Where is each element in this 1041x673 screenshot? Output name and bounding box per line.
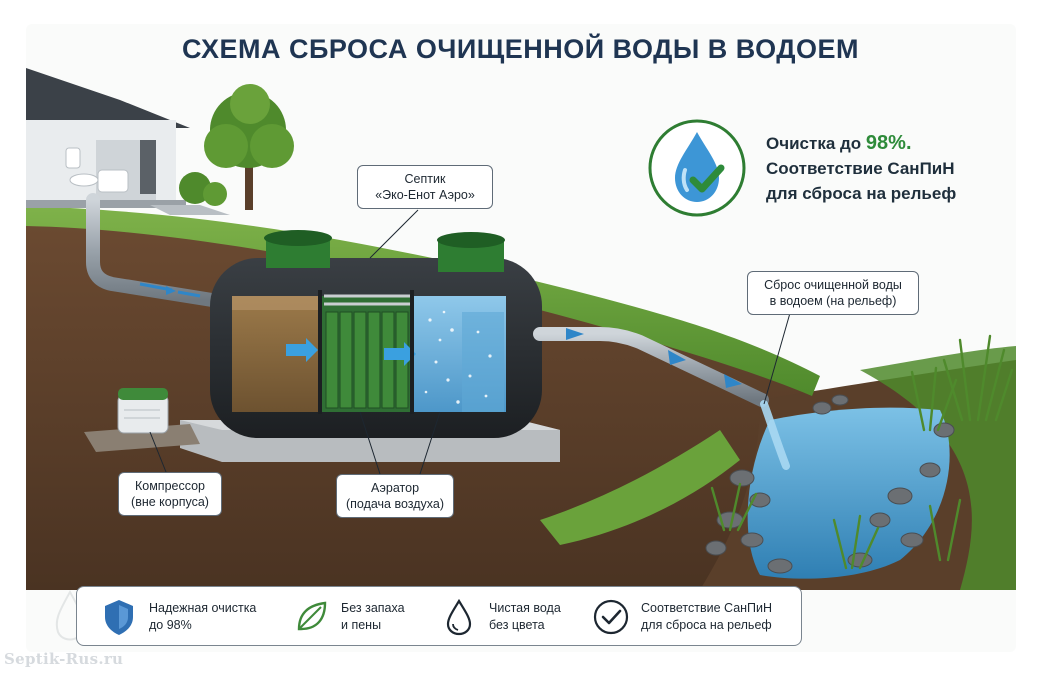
frame-rails bbox=[324, 294, 410, 306]
compressor-label-line1: Компрессор bbox=[134, 479, 206, 493]
septic-label-line2: «Эко-Енот Аэро» bbox=[375, 188, 475, 202]
shield-icon bbox=[105, 600, 133, 635]
feature-reliable-cleaning: Надежная очистка до 98% bbox=[99, 595, 256, 639]
feature-no-odor: Без запаха и пены bbox=[291, 595, 405, 639]
check-circle-icon bbox=[593, 599, 629, 635]
discharge-label: Сброс очищенной воды в водоем (на рельеф… bbox=[747, 271, 919, 315]
septic-label-line1: Септик bbox=[404, 172, 446, 186]
reeds bbox=[710, 334, 1014, 570]
feature-3-line2: без цвета bbox=[489, 618, 545, 632]
compressor-label-line2: (вне корпуса) bbox=[131, 495, 209, 509]
outlet-flow-arrow-3 bbox=[724, 374, 742, 388]
grass-surface bbox=[26, 206, 820, 396]
feature-2-line1: Без запаха bbox=[341, 601, 405, 615]
flow-arrow-2 bbox=[384, 342, 416, 366]
water-quality-badge-icon bbox=[648, 119, 746, 217]
outlet-flow-arrow-2 bbox=[668, 350, 686, 365]
pointer-lines bbox=[149, 209, 791, 475]
inlet-pipe bbox=[86, 193, 219, 307]
claim-percent: 98%. bbox=[865, 132, 912, 154]
river-water bbox=[747, 407, 950, 579]
feature-1-line2: до 98% bbox=[149, 618, 192, 632]
feature-4-line2: для сброса на рельеф bbox=[641, 618, 772, 632]
aerator-label-line2: (подача воздуха) bbox=[345, 497, 445, 511]
aerator-label-line1: Аэратор bbox=[370, 481, 420, 495]
claim-line2: Соответствие СанПиН bbox=[766, 159, 955, 178]
outlet-pipe bbox=[533, 327, 769, 407]
leaf-icon bbox=[297, 601, 327, 631]
outlet-flow-arrow-1 bbox=[566, 328, 584, 340]
inlet-flow-arrowhead bbox=[166, 286, 176, 295]
compressor bbox=[117, 388, 169, 434]
grass-lower-slope bbox=[540, 430, 740, 545]
features-bar: Надежная очистка до 98% Без запаха и пен… bbox=[76, 586, 802, 646]
feature-clean-water: Чистая вода без цвета bbox=[439, 595, 561, 639]
feature-4-line1: Соответствие СанПиН bbox=[641, 601, 773, 615]
septic-tank bbox=[210, 230, 542, 438]
compressor-base bbox=[84, 424, 200, 452]
page-title: СХЕМА СБРОСА ОЧИЩЕННОЙ ВОДЫ В ВОДОЕМ bbox=[181, 34, 860, 64]
feature-3-line1: Чистая вода bbox=[489, 601, 561, 615]
water-stream bbox=[760, 400, 790, 470]
tree bbox=[179, 84, 294, 210]
lid-2 bbox=[437, 232, 505, 248]
septic-label: Септик «Эко-Енот Аэро» bbox=[357, 165, 493, 209]
aerator-label: Аэратор (подача воздуха) bbox=[336, 474, 454, 518]
purification-claim: Очистка до 98%. Соответствие СанПиН для … bbox=[766, 131, 1006, 206]
claim-prefix: Очистка до bbox=[766, 134, 866, 153]
flow-arrow-1 bbox=[286, 338, 318, 362]
feature-1-line1: Надежная очистка bbox=[149, 601, 257, 615]
watermark-text: Septik-Rus.ru bbox=[4, 650, 124, 668]
discharge-label-line1: Сброс очищенной воды bbox=[764, 278, 902, 292]
far-bank-grass bbox=[860, 346, 1016, 590]
water-drop-icon bbox=[446, 598, 472, 636]
house bbox=[26, 68, 230, 215]
feature-sanpin: Соответствие СанПиН для сброса на рельеф bbox=[591, 595, 772, 639]
aeration-bubbles bbox=[424, 310, 492, 404]
feature-2-line2: и пены bbox=[341, 618, 382, 632]
discharge-label-line2: в водоем (на рельеф) bbox=[769, 294, 897, 308]
claim-line3: для сброса на рельеф bbox=[766, 184, 957, 203]
compressor-label: Компрессор (вне корпуса) bbox=[118, 472, 222, 516]
lid-1 bbox=[264, 230, 332, 246]
